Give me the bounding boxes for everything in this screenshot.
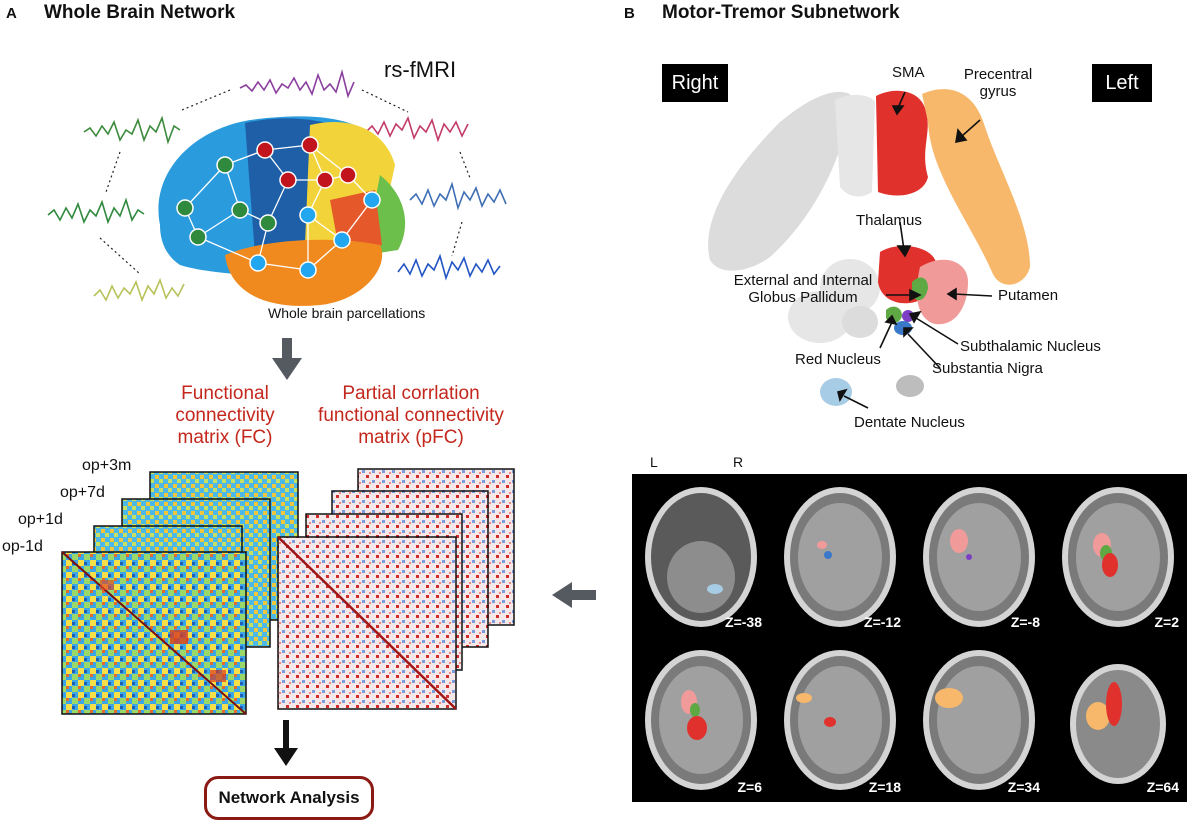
rs-fmri-label: rs-fMRI: [384, 57, 457, 82]
axial-slice: Z=-12: [774, 477, 907, 634]
bold-timeseries: [47, 68, 507, 303]
slice-z-label: Z=2: [1154, 614, 1179, 630]
timepoint-label: op+1d: [18, 511, 63, 528]
label-putamen: Putamen: [998, 287, 1059, 304]
right-precentral-shape: [708, 91, 850, 271]
axial-slice: Z=-8: [913, 477, 1046, 634]
panel-a-title: Whole Brain Network: [44, 2, 236, 23]
timepoint-label: op+7d: [60, 484, 105, 501]
pfc-label: Partial corrlation functional connectivi…: [318, 383, 504, 448]
timeseries-green-mid: [47, 197, 145, 225]
left-arrow-icon: [552, 582, 596, 608]
parcellation-caption: Whole brain parcellations: [268, 305, 426, 321]
panel-a-letter: A: [6, 5, 17, 22]
slice-z-label: Z=34: [1007, 779, 1040, 795]
label-sma: SMA: [892, 64, 925, 81]
axial-slice: Z=-38: [635, 477, 768, 634]
panel-b-title: Motor-Tremor Subnetwork: [662, 2, 900, 23]
axial-slice-grid: Z=-38 Z=-12 Z=-8 Z=2 Z=6 Z=18 Z=34 Z=64: [632, 474, 1187, 802]
timeseries-blue-right: [409, 181, 507, 211]
slice-z-label: Z=-8: [1010, 614, 1040, 630]
label-dentate-nucleus: Dentate Nucleus: [854, 414, 965, 431]
timeseries-purple: [239, 68, 355, 99]
timeseries-pink: [365, 115, 469, 143]
label-substantia-nigra: Substantia Nigra: [932, 360, 1043, 377]
right-hemisphere-label: Right: [662, 64, 728, 102]
slice-z-label: Z=18: [868, 779, 901, 795]
label-thalamus: Thalamus: [856, 212, 922, 229]
precentral-shape: [922, 89, 1030, 285]
panel-b-letter: B: [624, 5, 635, 22]
timepoint-label: op-1d: [2, 538, 43, 555]
motor-tremor-anatomy: [708, 89, 1030, 409]
timeseries-blue-bottom: [397, 253, 501, 281]
axial-slice: Z=34: [913, 640, 1046, 799]
pfc-matrix-stack: [277, 468, 515, 710]
putamen-shape: [916, 259, 968, 325]
orientation-right: R: [733, 454, 744, 470]
label-subthalamic-nucleus: Subthalamic Nucleus: [960, 338, 1101, 355]
down-arrow-icon: [274, 720, 298, 766]
label-red-nucleus: Red Nucleus: [795, 351, 881, 368]
timeseries-green-top: [83, 115, 181, 145]
sma-shape: [876, 90, 928, 196]
anatomy-pointer-arrows: [837, 91, 993, 409]
slice-z-label: Z=6: [737, 779, 762, 795]
brain-network-nodes: [176, 136, 381, 279]
axial-slice: Z=18: [774, 640, 907, 799]
right-dentate-shape: [896, 375, 924, 397]
orientation-left: L: [650, 454, 658, 470]
brain-parcellation: [158, 116, 406, 306]
network-analysis-box: Network Analysis: [204, 776, 374, 820]
fc-matrix-stack: [61, 471, 299, 715]
axial-slice: Z=6: [635, 640, 768, 799]
left-hemisphere-label: Left: [1092, 64, 1152, 102]
slice-z-label: Z=-12: [864, 614, 901, 630]
dentate-shape: [820, 378, 852, 406]
down-arrow-icon: [272, 338, 302, 380]
right-putamen-shape: [788, 291, 852, 343]
label-globus-pallidus: External and Internal Globus Pallidum: [733, 272, 873, 306]
right-sma-shape: [835, 94, 875, 197]
timepoint-label: op+3m: [82, 457, 132, 474]
label-precentral-gyrus: Precentral gyrus: [963, 66, 1033, 100]
timeseries-yellow: [93, 277, 185, 303]
axial-slice: Z=2: [1052, 477, 1185, 634]
right-midbrain-shape: [842, 306, 878, 338]
axial-slice: Z=64: [1052, 640, 1185, 799]
fc-label: Functional connectivity matrix (FC): [175, 383, 275, 448]
slice-z-label: Z=-38: [725, 614, 762, 630]
slice-z-label: Z=64: [1146, 779, 1179, 795]
